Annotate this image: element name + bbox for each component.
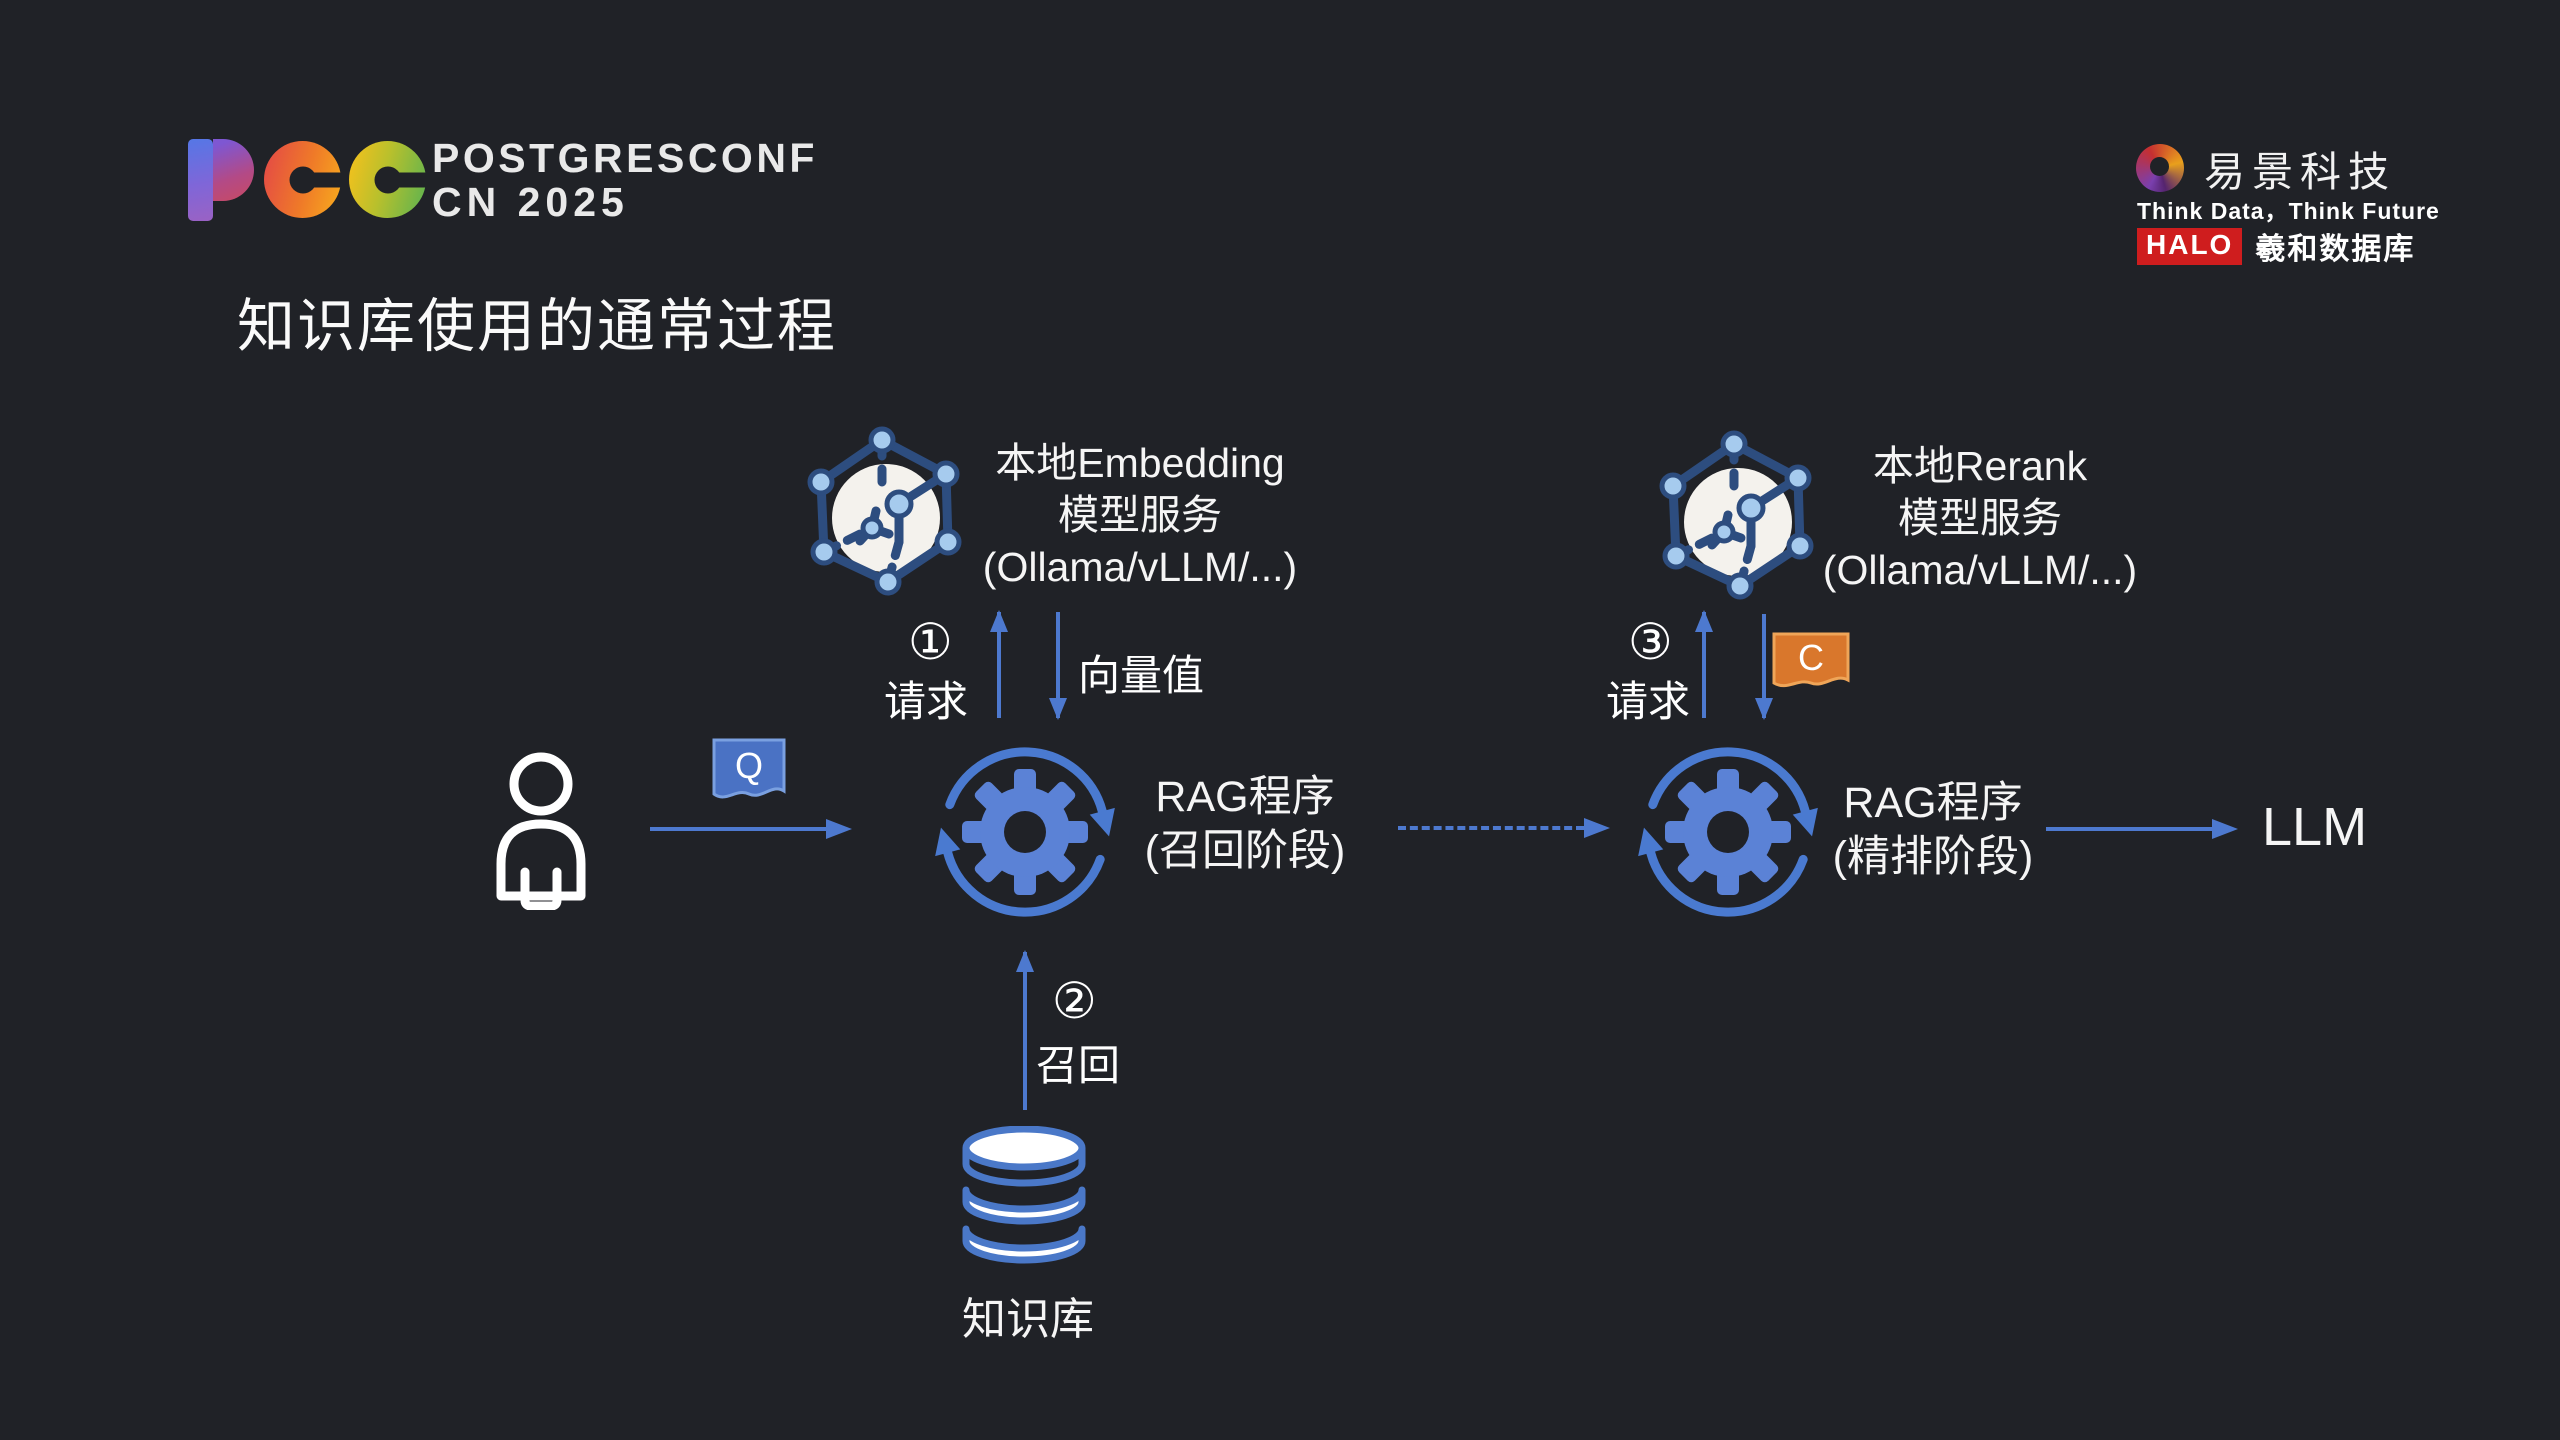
knowledge-base-label: 知识库 — [962, 1295, 1094, 1344]
embedding-line2: 模型服务 — [1058, 492, 1222, 538]
halo-badge: HALO — [2137, 227, 2243, 265]
rag-recall-line2: (召回阶段) — [1144, 827, 1346, 875]
document-q-icon: Q — [712, 738, 786, 799]
rag-recall-label: RAG程序 (召回阶段) — [1115, 770, 1375, 878]
embedding-node-label: 本地Embedding 模型服务 (Ollama/vLLM/...) — [960, 437, 1320, 593]
rerank-line3: (Ollama/vLLM/...) — [1822, 547, 2138, 593]
conference-wordmark: POSTGRESCONF CN 2025 — [432, 137, 818, 223]
embedding-line3: (Ollama/vLLM/...) — [982, 544, 1298, 590]
step3-number: ③ — [1628, 614, 1673, 670]
rag-refine-line2: (精排阶段) — [1832, 833, 2034, 881]
arrow-recall-to-refine — [1398, 818, 1610, 838]
arrow-vector-return — [1049, 612, 1067, 720]
rag-refine-line1: RAG程序 — [1843, 779, 2023, 827]
embedding-line1: 本地Embedding — [995, 440, 1285, 486]
company-tagline: Think Data，Think Future — [2137, 198, 2440, 224]
step1-number: ① — [908, 614, 953, 670]
pcc-logo-icon — [188, 139, 426, 221]
rerank-node-label: 本地Rerank 模型服务 (Ollama/vLLM/...) — [1800, 440, 2160, 596]
step3-label: 请求 — [1606, 678, 1691, 725]
company-name: 易景科技 — [2204, 149, 2396, 195]
arrow-request-rerank — [1695, 610, 1713, 718]
arrow-request-embedding — [990, 610, 1008, 718]
rerank-line2: 模型服务 — [1898, 495, 2062, 541]
gear-cycle-icon-recall — [935, 747, 1115, 917]
page-title: 知识库使用的通常过程 — [237, 294, 838, 359]
product-block: HALO 羲和数据库 — [2137, 224, 2415, 268]
step2-label: 召回 — [1036, 1042, 1121, 1089]
conference-edition: CN 2025 — [432, 179, 629, 225]
person-icon — [496, 752, 586, 910]
arrow-to-llm — [2046, 819, 2238, 839]
llm-label: LLM — [2262, 797, 2368, 857]
network-cube-icon-embedding — [807, 426, 962, 596]
pcc-letter-c1 — [264, 141, 341, 218]
step2-number: ② — [1052, 973, 1097, 1029]
brand-block: 易景科技 — [2136, 138, 2396, 198]
step1-label: 请求 — [884, 678, 969, 725]
arrow-user-to-rag — [650, 819, 852, 839]
pcc-letter-p — [188, 139, 256, 221]
arrow-recall-from-kb — [1016, 950, 1034, 1110]
q-doc-letter: Q — [735, 745, 763, 786]
rerank-line1: 本地Rerank — [1872, 443, 2088, 489]
pcc-letter-c2 — [349, 141, 426, 218]
gear-cycle-icon-refine — [1638, 747, 1818, 917]
network-cube-icon-rerank — [1659, 430, 1814, 600]
vector-value-label: 向量值 — [1078, 652, 1205, 699]
rag-refine-label: RAG程序 (精排阶段) — [1802, 776, 2064, 884]
product-name: 羲和数据库 — [2255, 233, 2416, 266]
company-logo-icon — [2136, 144, 2184, 192]
database-icon — [962, 1126, 1086, 1264]
rag-recall-line1: RAG程序 — [1155, 773, 1335, 821]
document-c-icon: C — [1772, 632, 1850, 688]
conference-name: POSTGRESCONF — [432, 135, 818, 181]
c-doc-letter: C — [1798, 637, 1824, 678]
arrow-rerank-return — [1755, 614, 1773, 720]
